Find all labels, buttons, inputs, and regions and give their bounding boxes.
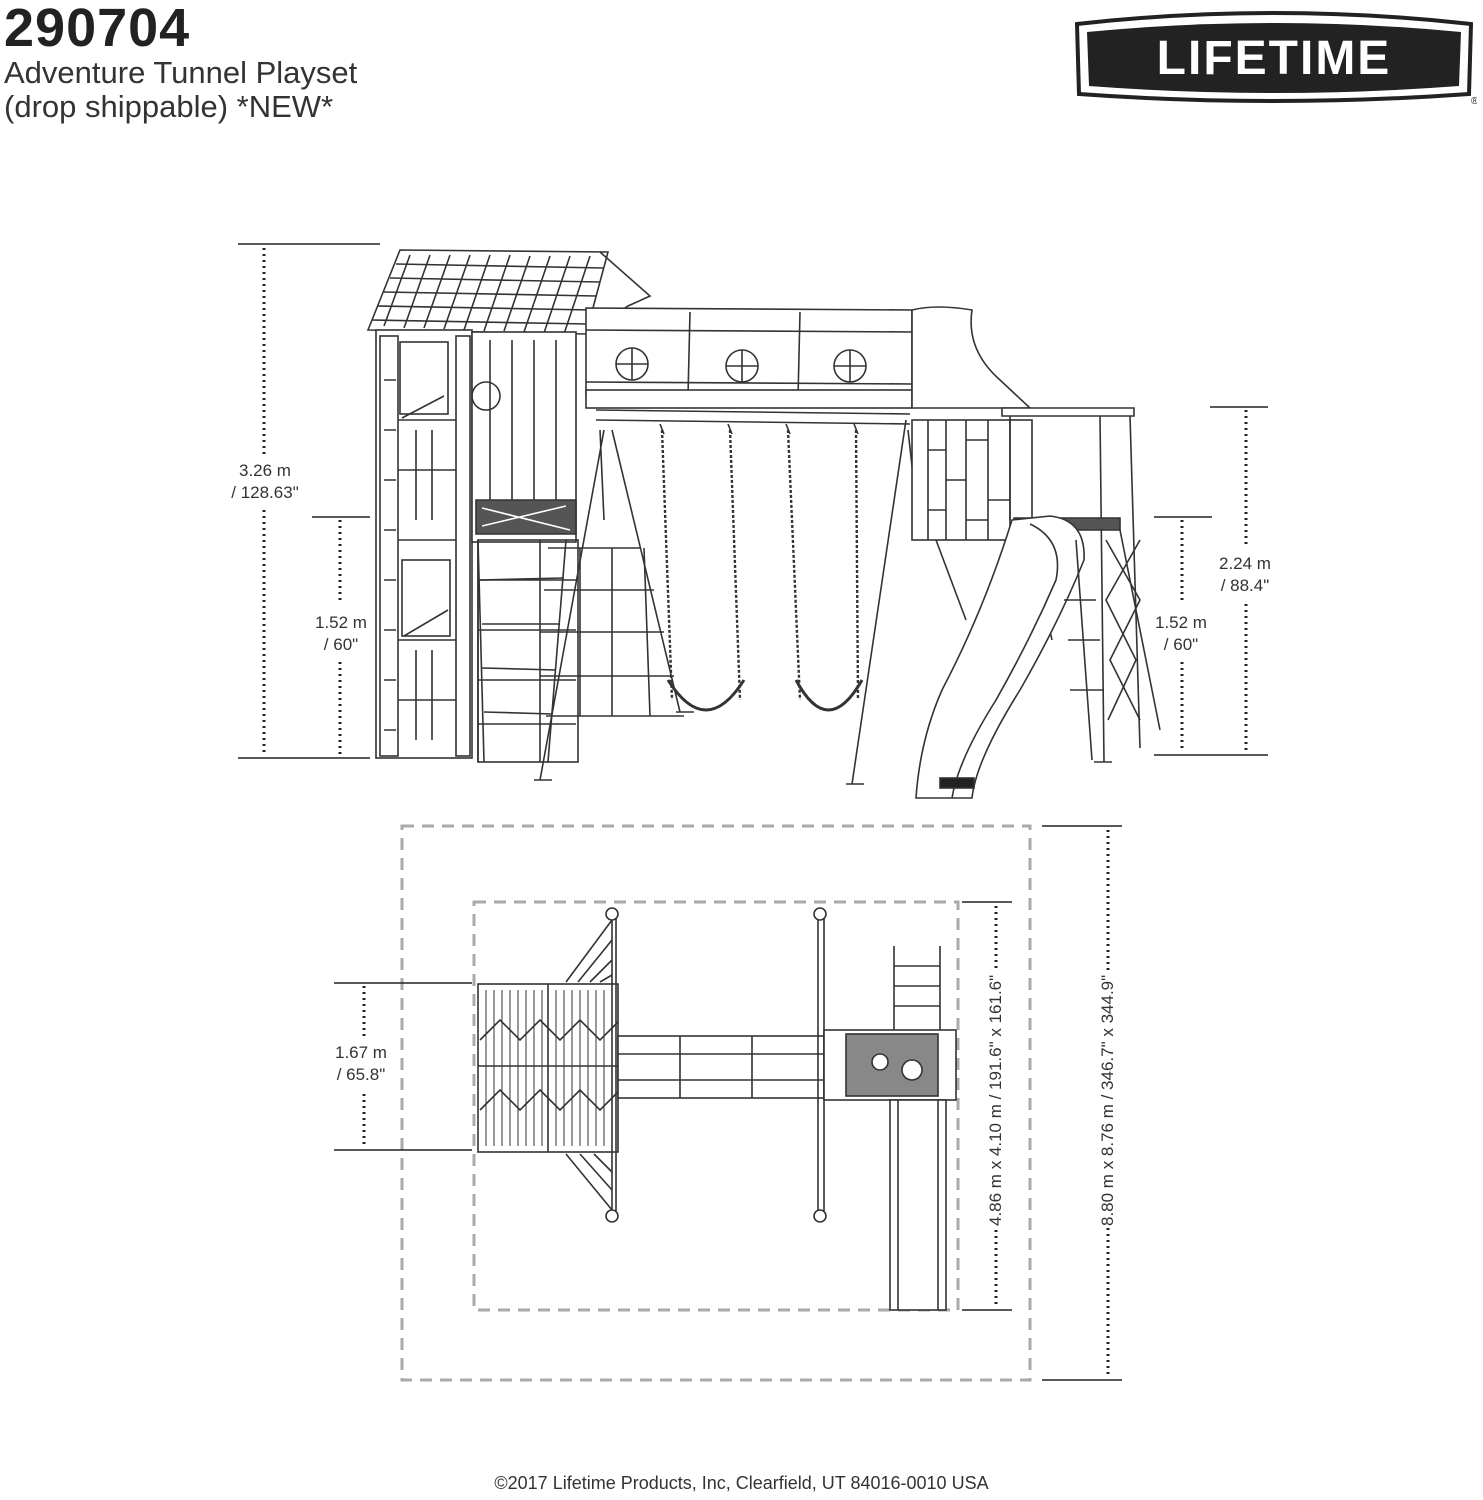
- swing-left: [660, 429, 746, 712]
- product-name-line1: Adventure Tunnel Playset: [4, 55, 358, 90]
- tower-wall: [375, 329, 473, 759]
- safety-zone-outline: [400, 824, 1032, 1382]
- footprint-outline: [472, 900, 960, 1312]
- ladder: [477, 539, 567, 763]
- elevation-dimension-lines: [238, 243, 1268, 759]
- dim-total-height-in: / 128.63": [231, 483, 299, 502]
- side-ladder: [1064, 529, 1161, 761]
- dim-total-height-m: 3.26 m: [239, 461, 291, 480]
- a-frame-right: [851, 419, 919, 785]
- dim-right-deck-in: / 60": [1163, 635, 1199, 654]
- dim-right-height-in: / 88.4": [1220, 576, 1270, 595]
- tower-inner: [471, 331, 579, 763]
- swing-right: [786, 429, 864, 712]
- slide-hood: [911, 306, 1033, 409]
- slide-top: [889, 1099, 947, 1311]
- deck-top: [823, 1029, 957, 1101]
- logo-text: LIFETIME: [1157, 32, 1392, 85]
- dim-right-height-m: 2.24 m: [1219, 554, 1271, 573]
- plan-view: [334, 824, 1122, 1382]
- ladder-top: [893, 946, 941, 1030]
- dim-tower-width-m: 1.67 m: [335, 1043, 387, 1062]
- dim-tower-width: 1.67 m / 65.8": [316, 1042, 406, 1086]
- product-name-line2: (drop shippable) *NEW*: [4, 89, 334, 124]
- tower-roof-top: [477, 983, 619, 1153]
- dim-total-height: 3.26 m / 128.63": [220, 460, 310, 504]
- copyright-footer: ©2017 Lifetime Products, Inc, Clearfield…: [494, 1473, 989, 1493]
- product-header: 290704 Adventure Tunnel Playset (drop sh…: [4, 0, 357, 124]
- wave-slide: [915, 515, 1085, 799]
- climbing-net: [540, 547, 684, 717]
- registered-mark: ®: [1471, 96, 1477, 104]
- dim-safety-zone: 8.80 m x 8.76 m / 346.7" x 344.9": [1098, 974, 1117, 1226]
- elevation-view: [238, 243, 1268, 799]
- model-number: 290704: [4, 0, 191, 58]
- swing-beam: [595, 409, 911, 425]
- dim-tower-width-in: / 65.8": [336, 1065, 386, 1084]
- dim-left-deck-m: 1.52 m: [315, 613, 367, 632]
- dim-right-deck: 1.52 m / 60": [1136, 612, 1226, 656]
- dim-right-height: 2.24 m / 88.4": [1200, 553, 1290, 597]
- lifetime-logo: LIFETIME ®: [1074, 11, 1477, 104]
- plan-dimension-lines: [334, 825, 1122, 1381]
- dim-left-deck: 1.52 m / 60": [296, 612, 386, 656]
- dim-right-deck-m: 1.52 m: [1155, 613, 1207, 632]
- tunnel-top: [617, 1035, 825, 1099]
- dim-footprint: 4.86 m x 4.10 m / 191.6" x 161.6": [986, 974, 1005, 1226]
- tunnel: [585, 307, 913, 409]
- dim-left-deck-in: / 60": [323, 635, 359, 654]
